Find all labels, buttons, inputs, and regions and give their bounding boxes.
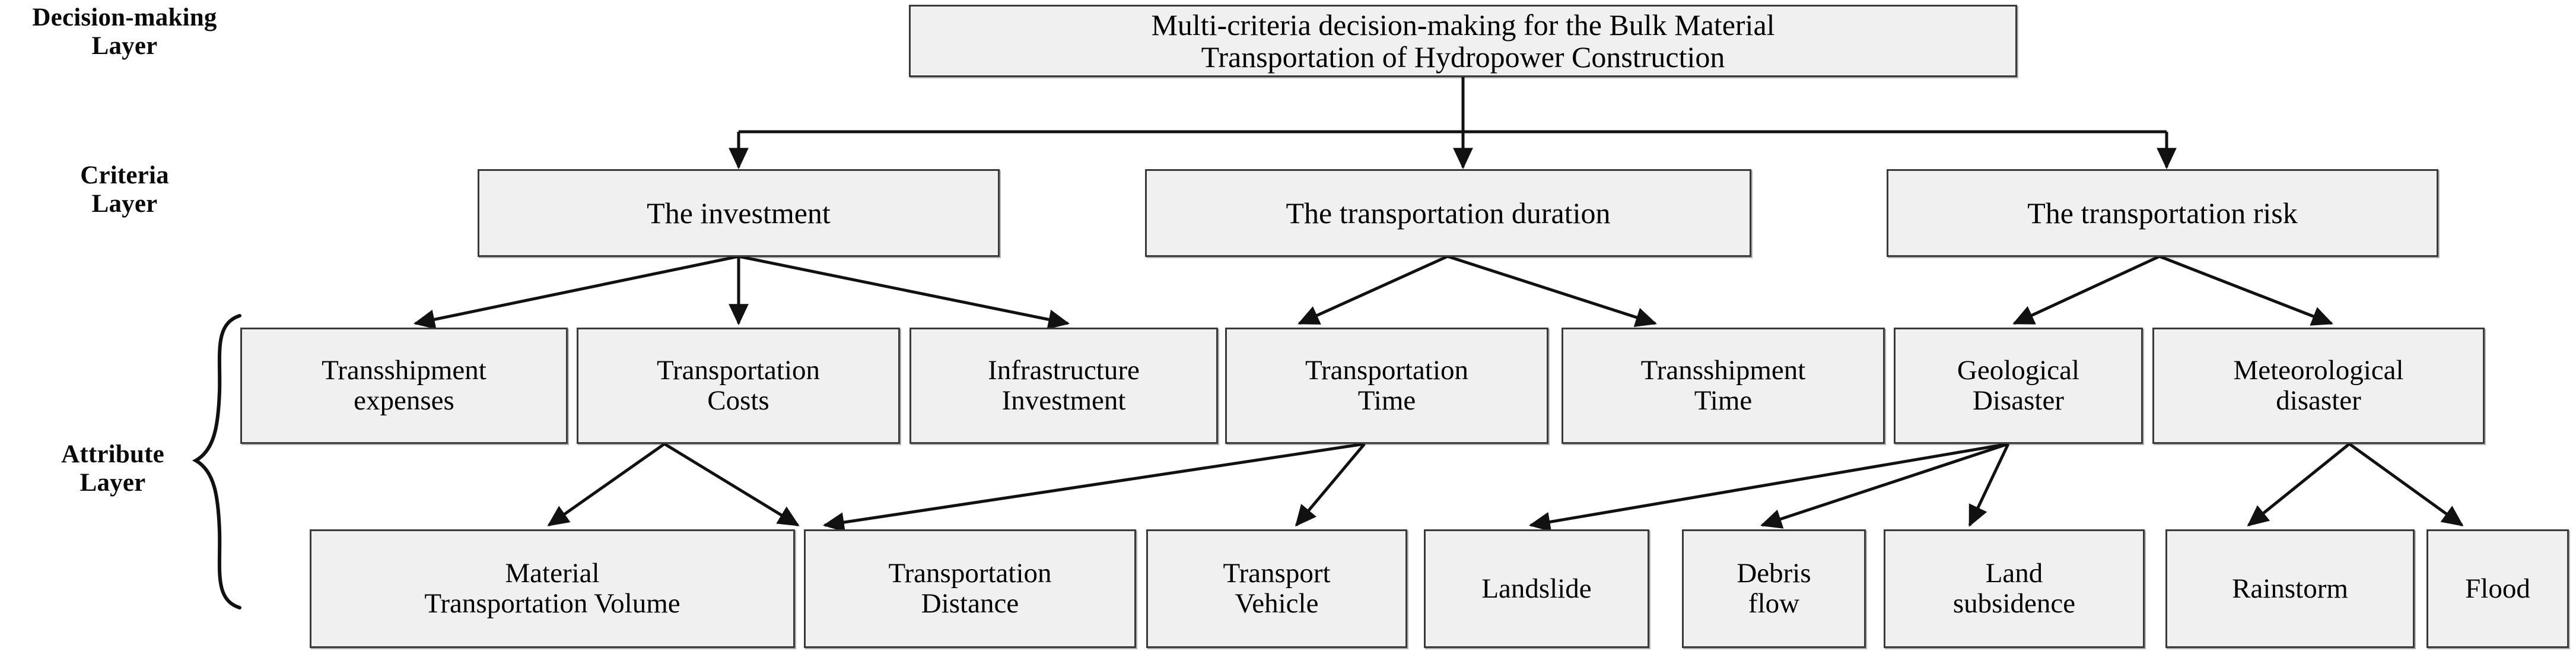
layer-label-attribute: Attribute Layer: [61, 440, 164, 497]
edge-risk-to-geological-disaster: [2012, 255, 2161, 325]
edge-geological-to-land-subsidence: [1968, 443, 2010, 527]
node-sub-attribute-debris-flow[interactable]: Debris flow: [1682, 529, 1866, 648]
edge-duration-to-transshipment-time: [1447, 255, 1657, 327]
node-criteria-investment[interactable]: The investment: [478, 169, 1000, 257]
edge-geological-to-debris-flow: [1760, 442, 2009, 529]
node-criteria-duration[interactable]: The transportation duration: [1145, 169, 1751, 257]
node-sub-attribute-flood[interactable]: Flood: [2426, 529, 2569, 648]
edge-investment-to-infrastructure-investment: [738, 255, 1070, 329]
edge-time-to-transportation-distance: [822, 442, 1365, 532]
node-attribute-transshipment-expenses[interactable]: Transshipment expenses: [240, 328, 568, 444]
edge-duration-to-transportation-time: [1297, 255, 1449, 325]
node-attribute-transshipment-time[interactable]: Transshipment Time: [1561, 328, 1885, 444]
node-sub-attribute-landslide[interactable]: Landslide: [1424, 529, 1649, 648]
layer-label-decision-making: Decision-making Layer: [32, 4, 217, 61]
node-attribute-transportation-costs[interactable]: Transportation Costs: [577, 328, 900, 444]
node-root-goal[interactable]: Multi-criteria decision-making for the B…: [909, 5, 2017, 77]
node-sub-attribute-transportation-distance[interactable]: Transportation Distance: [804, 529, 1136, 648]
node-sub-attribute-material-transportation-volume[interactable]: Material Transportation Volume: [310, 529, 795, 648]
node-criteria-risk[interactable]: The transportation risk: [1887, 169, 2438, 257]
node-attribute-geological-disaster[interactable]: Geological Disaster: [1894, 328, 2143, 444]
edge-time-to-transport-vehicle: [1295, 443, 1366, 527]
layer-label-criteria: Criteria Layer: [80, 161, 169, 218]
edge-investment-to-transshipment-expenses: [413, 255, 739, 329]
node-sub-attribute-rainstorm[interactable]: Rainstorm: [2165, 529, 2415, 648]
edge-risk-to-meteorological-disaster: [2159, 255, 2333, 326]
node-attribute-infrastructure-investment[interactable]: Infrastructure Investment: [909, 328, 1218, 444]
edge-geological-to-landslide: [1528, 442, 2009, 532]
node-sub-attribute-transport-vehicle[interactable]: Transport Vehicle: [1146, 529, 1407, 648]
edge-meteorological-to-flood: [2348, 442, 2464, 527]
edge-costs-to-transportation-distance: [663, 442, 800, 527]
node-attribute-meteorological-disaster[interactable]: Meteorological disaster: [2152, 328, 2485, 444]
node-sub-attribute-land-subsidence[interactable]: Land subsidence: [1884, 529, 2145, 648]
node-attribute-transportation-time[interactable]: Transportation Time: [1225, 328, 1548, 444]
edge-meteorological-to-rainstorm: [2247, 443, 2351, 526]
edge-costs-to-material-volume: [547, 442, 666, 527]
